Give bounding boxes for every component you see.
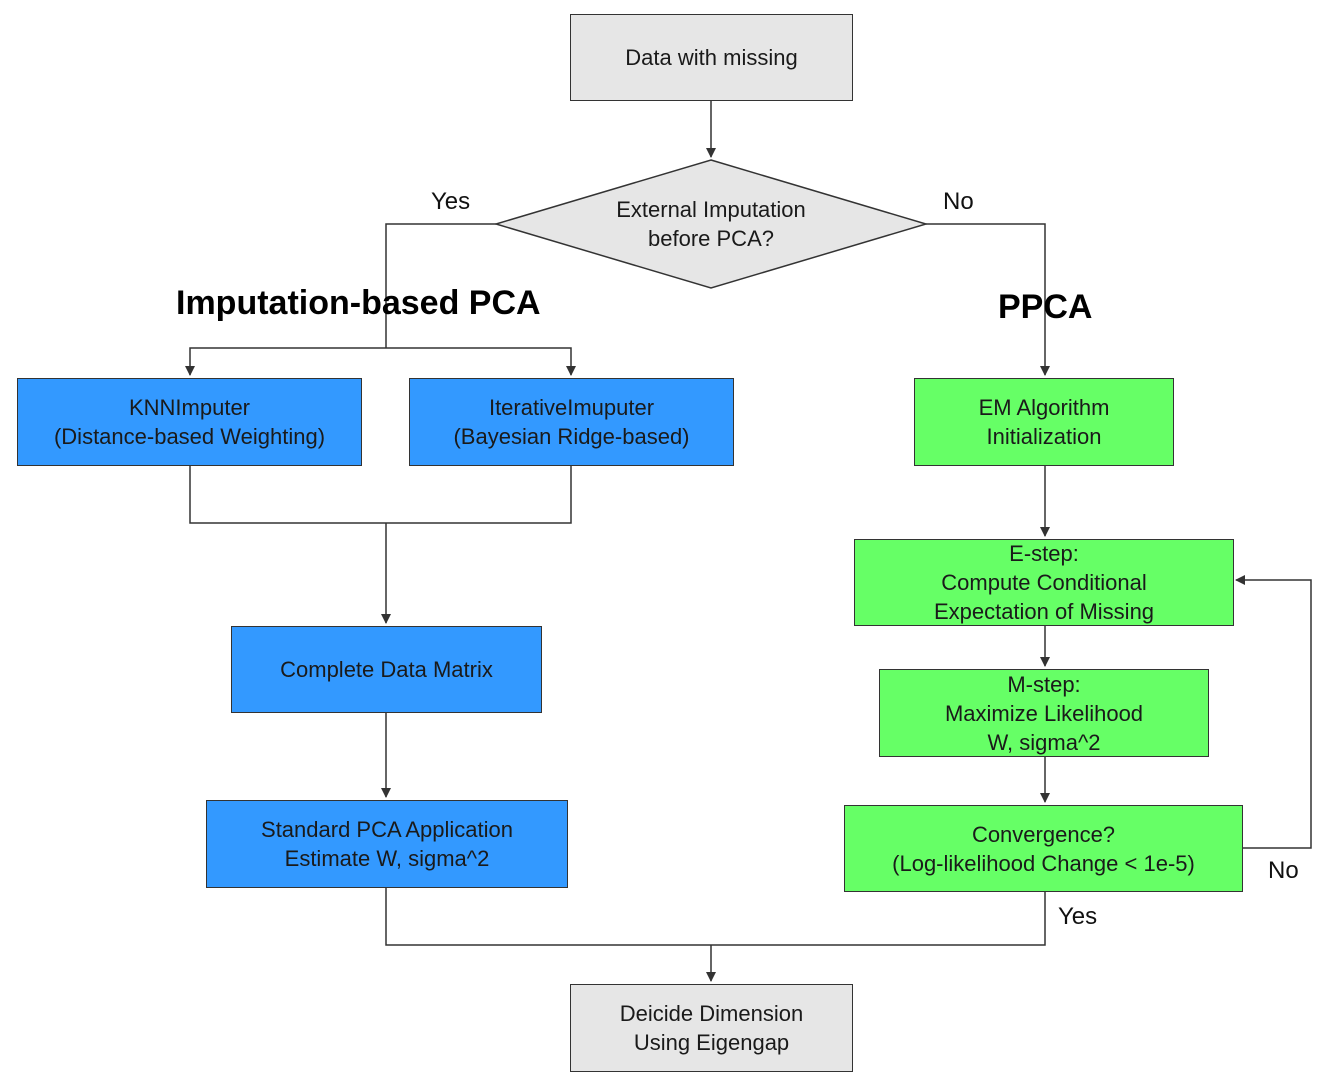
edge-convergence-yes [711,892,1046,946]
convergence-line-1: Convergence? [971,821,1116,847]
end-line-1: Deicide Dimension [619,1001,804,1026]
end-line-2: Using Eigengap [633,1030,790,1055]
convergence-no-label: No [1268,857,1299,884]
knn-imputer-node: KNNImputer (Distance-based Weighting) [17,378,362,466]
em-line-2: Initialization [986,424,1102,449]
knn-line-1: KNNImputer [128,395,251,420]
decision-no-label: No [943,188,974,215]
edge-standard-merge [385,888,711,946]
start-node: Data with missing [570,14,853,101]
convergence-yes-label: Yes [1058,903,1098,930]
m-step-node: M-step: Maximize Likelihood W, sigma^2 [879,669,1209,757]
mstep-line-1: M-step: [1007,671,1081,697]
convergence-node: Convergence? (Log-likelihood Change < 1e… [844,805,1243,892]
edge-decision-no [926,223,1050,376]
iterative-line-1: IterativeImuputer [488,395,655,420]
decision-yes-label: Yes [431,188,471,215]
edge-convergence-no-loop [1235,575,1312,849]
standard-line-2: Estimate W, sigma^2 [284,846,490,871]
edge-knn-merge [189,466,386,524]
standard-line-1: Standard PCA Application [261,817,513,842]
estep-line-2: Compute Conditional [941,570,1147,595]
edge-split-to-knn [185,347,386,376]
standard-pca-node: Standard PCA Application Estimate W, sig… [206,800,568,888]
e-step-node: E-step: Compute Conditional Expectation … [854,539,1234,626]
em-init-node: EM Algorithm Initialization [914,378,1174,466]
em-line-1: EM Algorithm [978,395,1110,420]
iterative-imputer-node: IterativeImuputer (Bayesian Ridge-based) [409,378,734,466]
decision-line-2: before PCA? [648,226,774,251]
complete-data-matrix-node: Complete Data Matrix [231,626,542,713]
mstep-line-2: Maximize Likelihood [944,700,1144,726]
edge-decision-yes [385,223,496,348]
mstep-line-3: W, sigma^2 [987,729,1101,755]
end-node: Deicide Dimension Using Eigengap [570,984,853,1072]
knn-line-2: (Distance-based Weighting) [53,424,326,449]
estep-line-1: E-step: [1009,541,1079,566]
decision-diamond [493,159,929,289]
decision-node-text: External Imputation before PCA? [560,192,862,256]
ppca-heading: PPCA [998,288,1093,326]
iterative-line-2: (Bayesian Ridge-based) [453,424,690,449]
decision-line-1: External Imputation [616,197,806,222]
complete-line-1: Complete Data Matrix [280,657,493,682]
estep-line-3: Expectation of Missing [933,599,1155,624]
imputation-heading: Imputation-based PCA [176,284,541,322]
start-node-label: Data with missing [625,45,798,70]
edge-split-to-iterative [386,347,576,376]
edge-iterative-merge [386,466,572,524]
convergence-line-2: (Log-likelihood Change < 1e-5) [892,850,1195,876]
